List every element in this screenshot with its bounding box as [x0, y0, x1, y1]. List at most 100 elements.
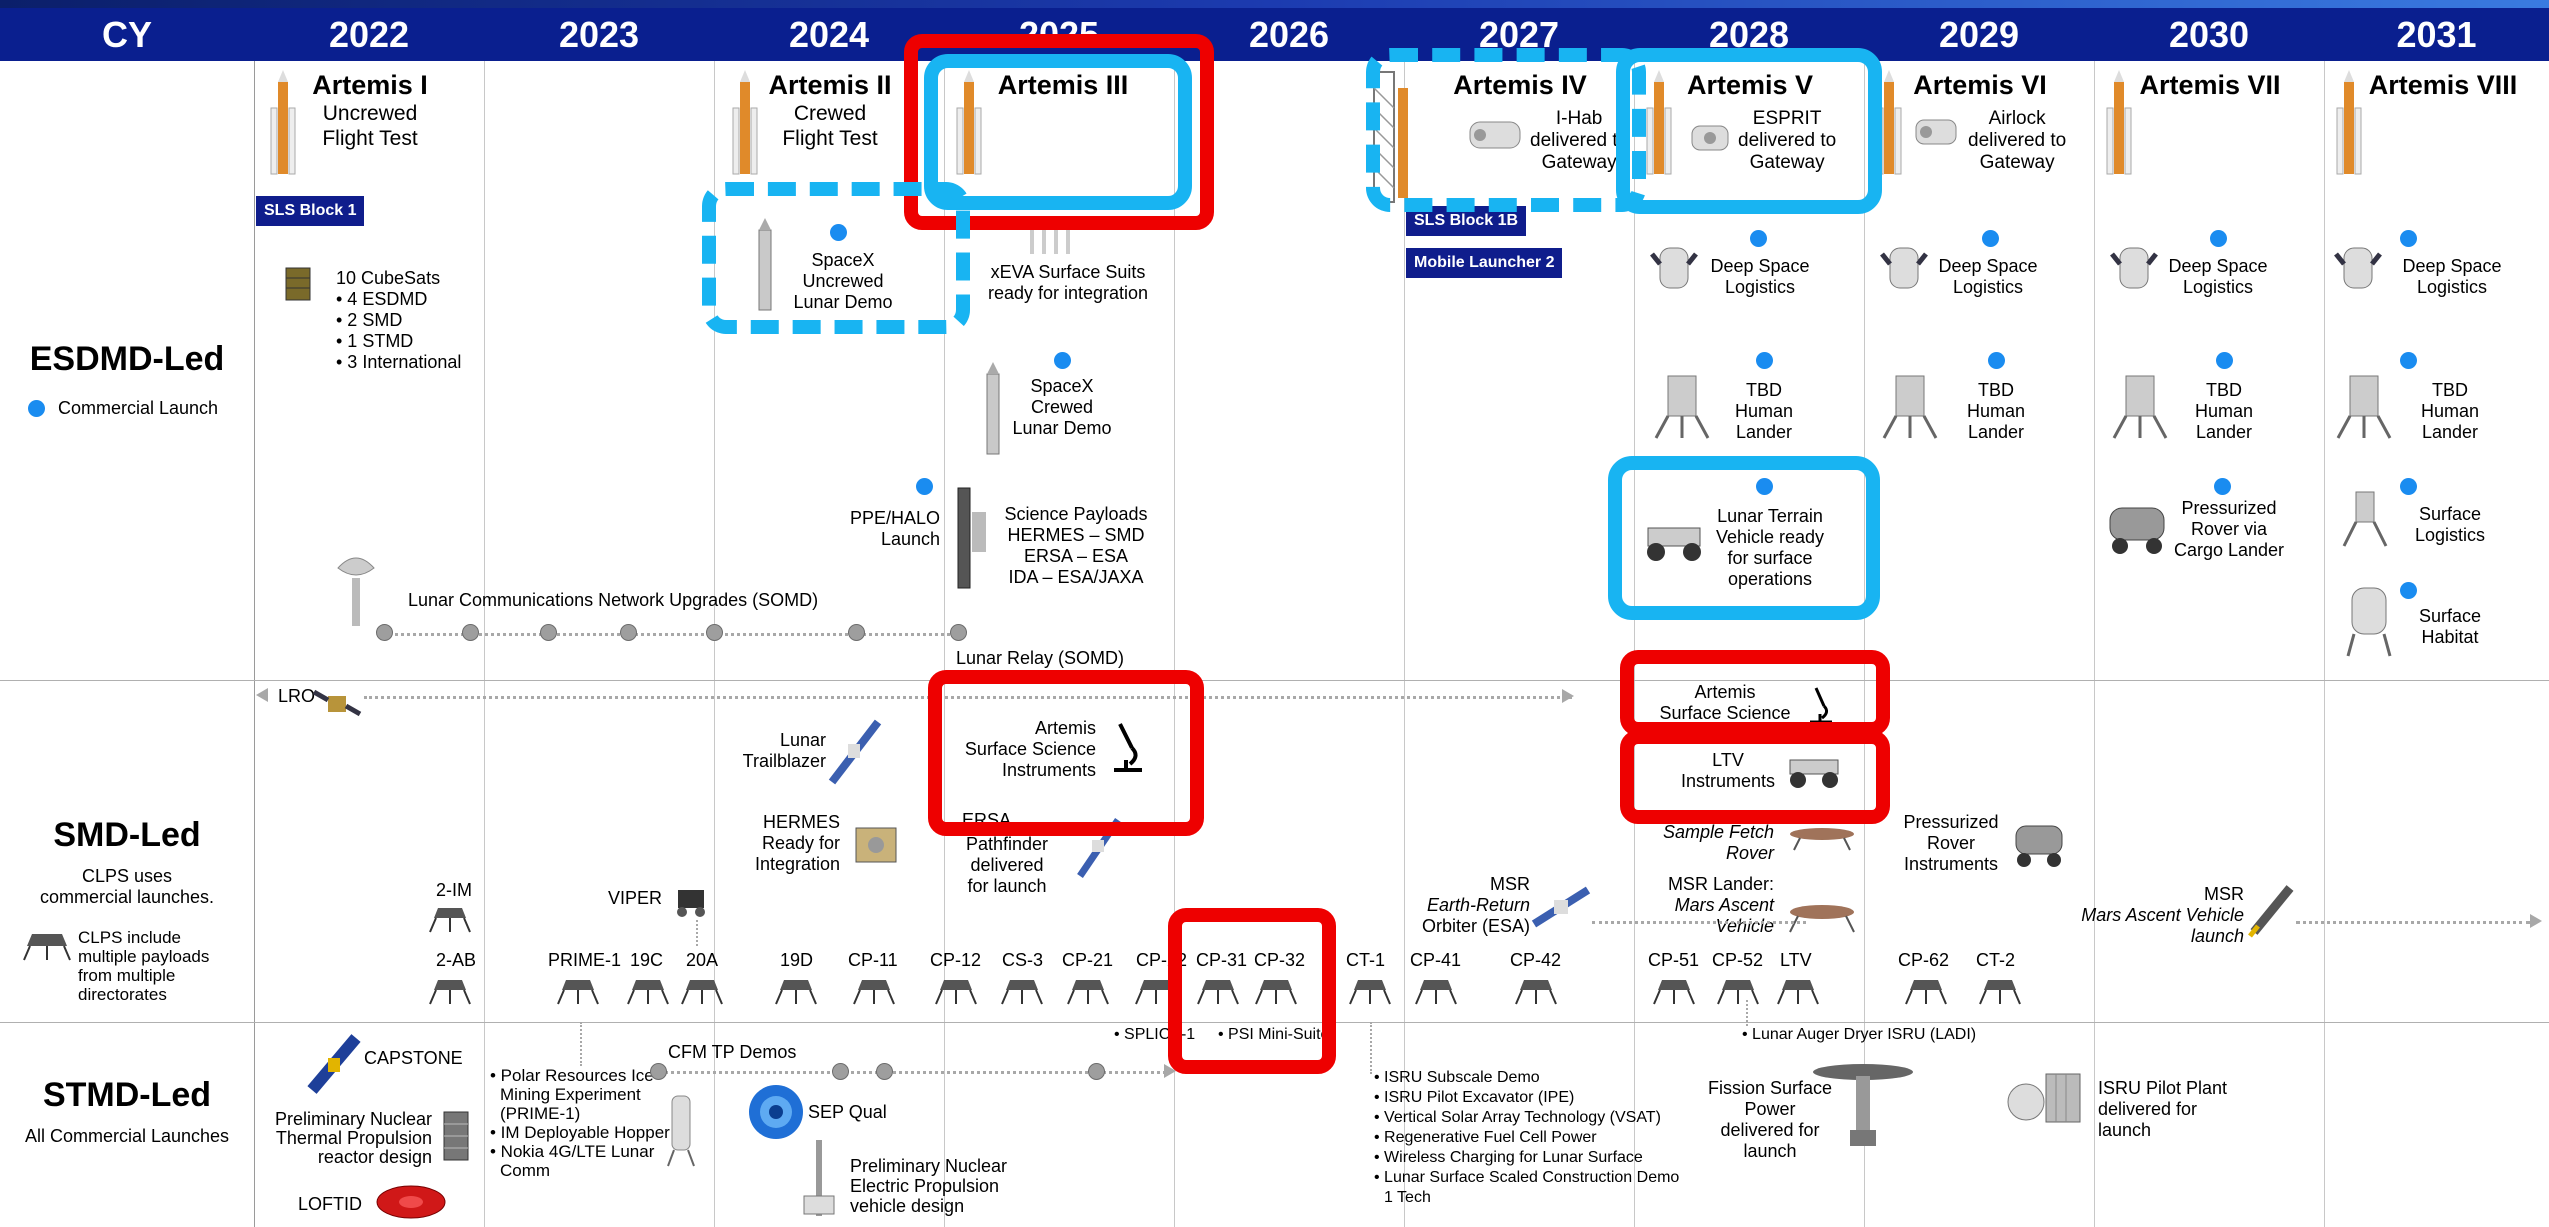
science-payloads: Science Payloads HERMES – SMD ERSA – ESA… [996, 504, 1156, 588]
lunar-comm-network: Lunar Communications Network Upgrades (S… [408, 590, 819, 610]
cfm-timeline [658, 1071, 1166, 1074]
msr-mav-line: launch [2190, 926, 2244, 946]
clps-label-cp-31: CP-31 [1196, 950, 1248, 970]
hermes-ready: HERMES Ready for Integration [740, 812, 840, 875]
commercial-launch-dot [1756, 478, 1773, 495]
msr-mav-timeline [2296, 921, 2530, 924]
mission-subtitle: Flight Test [782, 127, 878, 150]
hermes-line: Integration [754, 854, 840, 874]
lcn-milestone [848, 624, 865, 641]
clps-label-cp-42: CP-42 [1510, 950, 1562, 970]
prime-line: • Nokia 4G/LTE Lunar [490, 1142, 655, 1161]
year-header-bar [0, 8, 2549, 61]
grid-line [2324, 61, 2325, 1227]
ltv-ready-line: Lunar Terrain [1717, 506, 1823, 526]
clps-lander-icon [1515, 980, 1557, 1005]
msr-mav-line: Mars Ascent Vehicle [2081, 905, 2244, 925]
nep-vehicle-icon [803, 1140, 835, 1216]
ntp-line: reactor design [317, 1147, 432, 1167]
sep-thruster-icon [749, 1085, 803, 1139]
viper-rover-icon [677, 890, 705, 917]
trailblazer-line: Lunar [779, 730, 826, 750]
surface-logistics-line: Logistics [2414, 525, 2486, 545]
msr-lander-line: MSR Lander: [1667, 874, 1774, 894]
mission-title: Artemis V [1686, 70, 1814, 100]
lander-line: TBD [1978, 380, 2014, 400]
clps-label-cp-41: CP-41 [1410, 950, 1462, 970]
lander-line: Human [2420, 401, 2480, 421]
mission-subtitle: Uncrewed [322, 102, 418, 125]
clps-label-cp-32: CP-32 [1254, 950, 1306, 970]
human-lander-icon [1654, 375, 1710, 439]
msr-ero-line: MSR [1490, 874, 1530, 894]
ltv-rover-icon [1789, 759, 1839, 788]
ltv-ready-line: for surface [1727, 548, 1813, 568]
row-title-smd: SMD-Led [53, 816, 201, 854]
ntp-line: Preliminary Nuclear [274, 1109, 432, 1129]
mission-artemis-2: Artemis II Crewed Flight Test [750, 70, 910, 151]
ltv-ready: Lunar Terrain Vehicle ready for surface … [1700, 506, 1840, 590]
surface-logistics-icon [2342, 491, 2388, 547]
clps-lander-icon [429, 980, 471, 1005]
lunar-trailblazer-spacecraft-icon [828, 719, 882, 785]
pri-line: Pressurized [1903, 812, 1999, 832]
mission-subtitle: delivered to [1968, 130, 2067, 151]
mission-subtitle-block: ESPRIT delivered to Gateway [1738, 108, 1836, 174]
pathfinder-line: Pathfinder [965, 834, 1049, 854]
hermes-line: HERMES [762, 812, 840, 832]
clps-label-2-ab: 2-AB [436, 950, 477, 970]
loftid-label: LOFTID [298, 1194, 363, 1214]
pathfinder-line: delivered [970, 855, 1044, 875]
grid-line [1174, 61, 1175, 1227]
lcn-milestone [540, 624, 557, 641]
stmd-subtitle: All Commercial Launches [24, 1126, 230, 1146]
science-payloads-line: IDA – ESA/JAXA [1008, 567, 1144, 587]
prime-line: • Polar Resources Ice [490, 1066, 654, 1085]
clps-lander-icon [627, 980, 669, 1005]
dsl-line: Logistics [1952, 277, 2024, 297]
sample-fetch-rover: Sample Fetch Rover [1644, 822, 1774, 864]
highlight-box-red [1620, 650, 1890, 736]
mission-title: Artemis II [768, 70, 892, 100]
artemis-surface-science-2028: Artemis Surface Science [1650, 682, 1800, 724]
spacex-starship-icon [986, 362, 1000, 455]
nep-vehicle-design: Preliminary Nuclear Electric Propulsion … [850, 1156, 1007, 1216]
ltv-instr-line: Instruments [1680, 771, 1776, 791]
psi-mini-suite-label: • PSI Mini-Suite [1218, 1026, 1330, 1043]
lcn-milestone [376, 624, 393, 641]
ltv-ready-line: Vehicle ready [1715, 527, 1825, 547]
ct1-line: • Vertical Solar Array Technology (VSAT) [1374, 1109, 1661, 1126]
fission-power-icon [1813, 1064, 1913, 1146]
arrow-right-icon [2530, 914, 2542, 928]
capstone-label: CAPSTONE [364, 1048, 463, 1068]
lander-line: Lander [1735, 422, 1793, 442]
clps-lander-icon [1197, 980, 1239, 1005]
dsl-line: Deep Space [2402, 256, 2502, 276]
ppe-halo-line: Launch [880, 529, 940, 549]
lunar-terrain-vehicle-icon [1647, 527, 1701, 561]
mission-subtitle: ESPRIT [1752, 108, 1822, 129]
hermes-payload-icon [855, 827, 897, 863]
clps-note-line: CLPS include [78, 928, 182, 947]
sls-rocket-icon [1646, 70, 1672, 175]
mission-artemis-6: Artemis VI Airlock delivered to Gateway [1900, 70, 2066, 173]
fission-line: Power [1744, 1099, 1796, 1119]
cubesats-line: • 3 International [336, 352, 462, 372]
esprit-module-icon [1691, 125, 1729, 151]
prime-line: • IM Deployable Hopper [490, 1123, 670, 1142]
clps-note-line: multiple payloads [78, 947, 210, 966]
ss2028-line: Artemis [1694, 682, 1756, 702]
prime-line: Comm [500, 1161, 551, 1180]
science-payloads-line: Science Payloads [1004, 504, 1148, 524]
mission-artemis-1: Artemis I Uncrewed Flight Test [290, 70, 450, 151]
lander-line: Lander [2421, 422, 2479, 442]
header-year-2031: 2031 [2396, 13, 2477, 55]
ntp-reactor-design: Preliminary Nuclear Thermal Propulsion r… [262, 1110, 432, 1167]
commercial-launch-dot [1988, 352, 2005, 369]
deep-space-logistics-icon [2334, 247, 2382, 289]
fission-line: launch [1743, 1141, 1797, 1161]
ladi-label: • Lunar Auger Dryer ISRU (LADI) [1742, 1026, 1977, 1043]
pressurized-rover-line: Cargo Lander [2173, 540, 2285, 560]
smd-note-line1: CLPS uses [81, 866, 173, 886]
clps-label-cp-62: CP-62 [1898, 950, 1950, 970]
